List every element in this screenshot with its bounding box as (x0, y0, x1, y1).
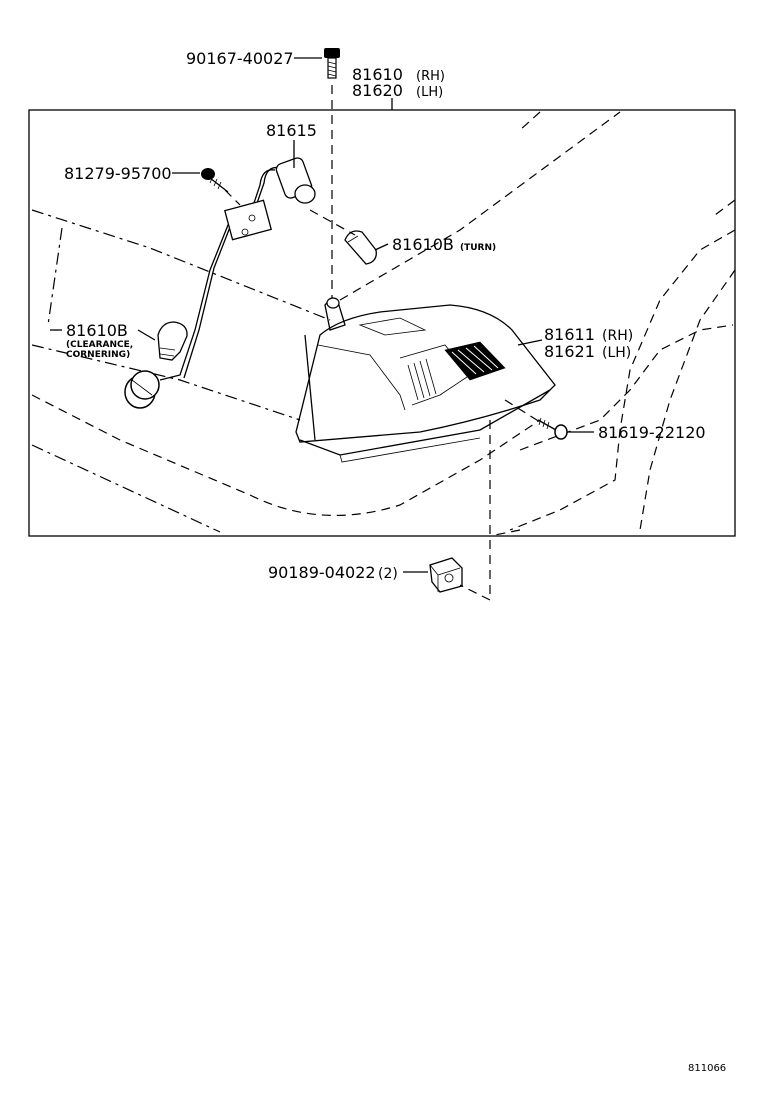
callout-lamp-rh-suffix: (RH) (416, 69, 445, 84)
callout-leaders (50, 57, 594, 573)
body-outline (31, 111, 736, 536)
turn-bulb-icon (344, 230, 377, 265)
diagram-ref-number: 811066 (688, 1063, 726, 1074)
lamp-assembly-icon (295, 297, 556, 463)
screw-leader (224, 189, 241, 206)
callout-lens-lh-suffix: (LH) (602, 345, 631, 361)
callout-lamp-lh-suffix: (LH) (416, 85, 443, 100)
callout-lamp-lh: 81620 (352, 81, 403, 100)
callout-lens-rh-suffix: (RH) (602, 328, 633, 344)
clearance-bulb-icon (157, 321, 188, 361)
right-screw-leader (504, 399, 541, 423)
clip-icon (429, 557, 463, 593)
callout-clip-qty: (2) (378, 566, 398, 582)
callout-bulb-clearance-note2: CORNERING) (66, 350, 130, 360)
callout-lens-rh: 81611 (544, 325, 595, 344)
clip-leader (459, 420, 491, 601)
bolt-icon (324, 48, 340, 79)
screw-right-icon (537, 417, 568, 440)
socket-leader (309, 209, 356, 236)
callout-bulb-clearance: 81610B (66, 321, 128, 340)
callout-clip: 90189-04022 (268, 563, 376, 582)
callout-lens-lh: 81621 (544, 342, 595, 361)
callout-bulb-turn-note: (TURN) (460, 243, 496, 253)
callout-lamp-rh: 81610 (352, 65, 403, 84)
socket-harness-icon (124, 157, 316, 409)
callout-screw-left: 81279-95700 (64, 164, 172, 183)
diagram-frame (28, 109, 736, 537)
screw-left-icon (201, 168, 229, 193)
callout-bulb-clearance-note1: (CLEARANCE, (66, 340, 133, 350)
callout-socket: 81615 (266, 121, 317, 140)
callout-bulb-turn: 81610B (392, 235, 454, 254)
callout-bolt-top: 90167-40027 (186, 49, 294, 68)
callout-screw-right: 81619-22120 (598, 423, 706, 442)
